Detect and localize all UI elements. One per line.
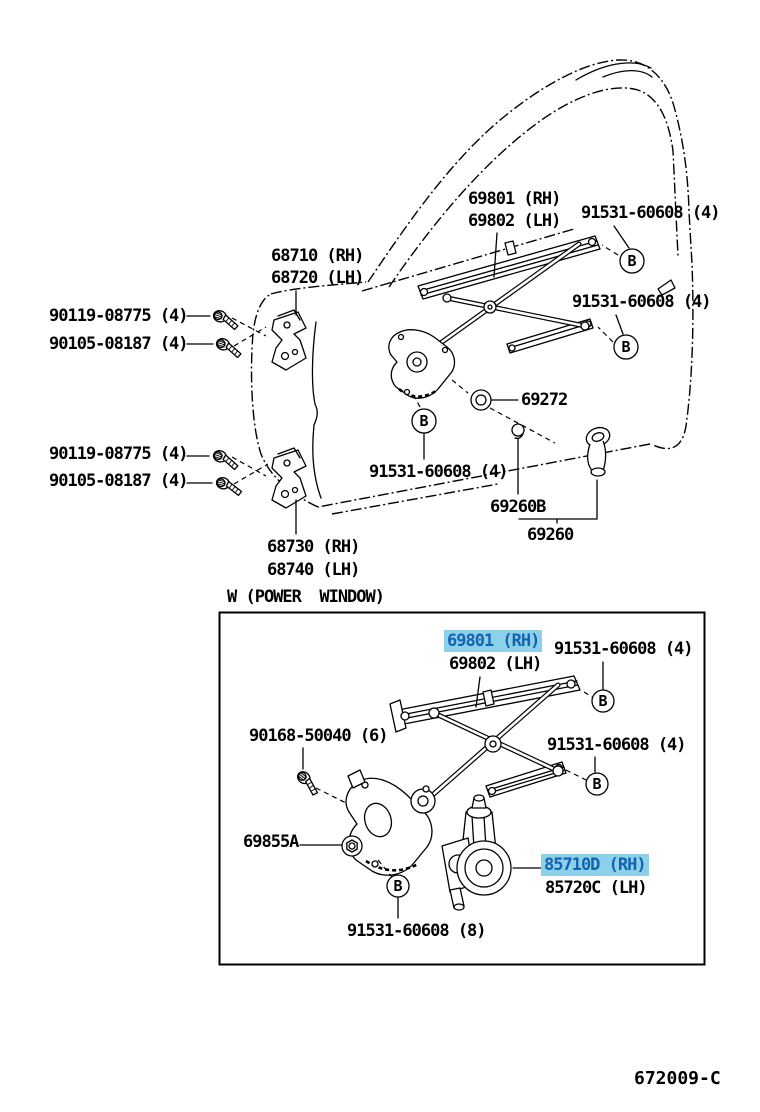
part-label-85710d-rh-highlighted[interactable]: 85710D (RH)	[541, 854, 649, 876]
part-label-91531-60608-pw-mid: 91531-60608 (4)	[547, 735, 687, 755]
figure-code: 672009-C	[634, 1068, 721, 1089]
part-label-90119-08775-2: 90119-08775 (4)	[49, 444, 189, 464]
door-clip-shape	[657, 279, 676, 296]
part-label-69801-rh-highlighted[interactable]: 69801 (RH)	[444, 630, 543, 652]
part-label-68740-lh: 68740 (LH)	[267, 560, 360, 580]
marker-letter: B	[627, 252, 636, 270]
marker-letter: B	[393, 877, 402, 895]
part-label-90105-08187-1: 90105-08187 (4)	[49, 334, 189, 354]
bolt-marker-circles-power-window: B B B	[386, 689, 615, 898]
marker-letter: B	[621, 338, 630, 356]
power-window-box	[218, 611, 706, 966]
grommet-part	[470, 389, 492, 411]
marker-letter: B	[419, 412, 428, 430]
part-label-69802-lh-pw: 69802 (LH)	[449, 654, 542, 674]
regulator-assembly-upper	[388, 235, 601, 399]
part-label-69855a: 69855A	[243, 832, 299, 852]
lower-hinge-part	[271, 447, 307, 509]
marker-letter: B	[592, 775, 601, 793]
leader-lines-power-window	[299, 661, 604, 919]
part-label-69260b: 69260B	[490, 497, 546, 517]
part-label-68710-rh: 68710 (RH)	[271, 246, 364, 266]
power-window-section-title: W (POWER WINDOW)	[227, 587, 385, 607]
window-crank-handle-part	[585, 426, 611, 477]
part-label-69260: 69260	[527, 525, 574, 545]
bolt-icon-power-window	[293, 768, 324, 797]
upper-hinge-part	[271, 309, 307, 371]
marker-letter: B	[598, 692, 607, 710]
part-label-90119-08775-1: 90119-08775 (4)	[49, 306, 189, 326]
part-label-69801-rh: 69801 (RH)	[468, 189, 561, 209]
regulator-assembly-power-window	[345, 675, 581, 876]
part-label-91531-60608-right: 91531-60608 (4)	[572, 292, 712, 312]
handle-snap-part	[511, 423, 525, 440]
part-label-91531-60608-top: 91531-60608 (4)	[581, 203, 721, 223]
part-label-68720-lh: 68720 (LH)	[271, 268, 364, 288]
part-label-91531-60608-pw-bottom: 91531-60608 (8)	[347, 921, 487, 941]
bolt-icons-upper	[210, 308, 245, 497]
power-window-motor-part	[441, 794, 512, 911]
part-label-69272: 69272	[521, 390, 568, 410]
dashed-leaders-upper	[231, 244, 619, 485]
part-label-69802-lh: 69802 (LH)	[468, 211, 561, 231]
part-label-91531-60608-pw-top: 91531-60608 (4)	[554, 639, 694, 659]
part-label-90105-08187-2: 90105-08187 (4)	[49, 471, 189, 491]
part-label-90168-50040: 90168-50040 (6)	[249, 726, 389, 746]
leader-lines-upper	[186, 225, 630, 535]
bolt-marker-circles-upper: B B B	[411, 248, 645, 434]
part-label-91531-60608-mid: 91531-60608 (4)	[369, 462, 509, 482]
part-label-85720c-lh: 85720C (LH)	[545, 878, 648, 898]
nut-part	[341, 835, 363, 857]
dashed-leaders-power-window	[315, 691, 593, 878]
part-label-68730-rh: 68730 (RH)	[267, 537, 360, 557]
